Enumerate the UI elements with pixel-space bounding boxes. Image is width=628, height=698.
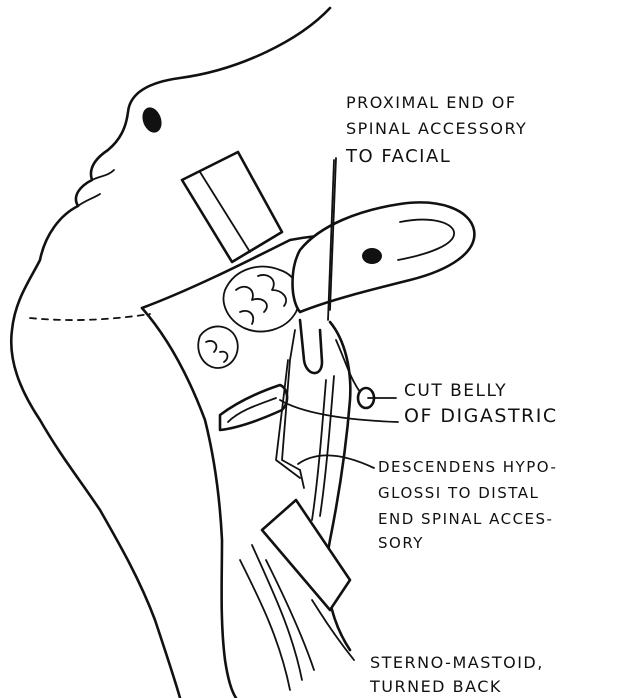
label-descendens-line-1: DESCENDENS HYPO- [378,458,557,476]
label-descendens-line-2: GLOSSI TO DISTAL [378,484,539,502]
label-digastric-line-2: OF DIGASTRIC [404,405,558,427]
sternomastoid-muscle [240,376,350,690]
label-proximal-line-1: PROXIMAL END OF [346,93,517,112]
glandular-tissue [198,267,299,368]
label-descendens: DESCENDENS HYPO- GLOSSI TO DISTAL END SP… [378,458,557,552]
label-proximal-line-2: SPINAL ACCESSORY [346,119,527,138]
label-descendens-line-3: END SPINAL ACCES- [378,510,553,528]
ear-canal-shape [362,248,382,264]
nostril-shape [139,105,165,136]
label-sternomastoid-line-2: TURNED BACK [369,677,502,696]
label-descendens-line-4: SORY [378,534,424,552]
label-digastric: CUT BELLY OF DIGASTRIC [404,381,558,427]
label-proximal: PROXIMAL END OF SPINAL ACCESSORY TO FACI… [345,93,527,167]
label-proximal-line-3: TO FACIAL [345,146,451,167]
label-sternomastoid-line-1: STERNO-MASTOID, [370,653,544,672]
label-digastric-line-1: CUT BELLY [404,381,507,401]
label-sternomastoid: STERNO-MASTOID, TURNED BACK [369,653,544,696]
upper-retractor [182,152,282,262]
ear-retractor [293,202,475,312]
